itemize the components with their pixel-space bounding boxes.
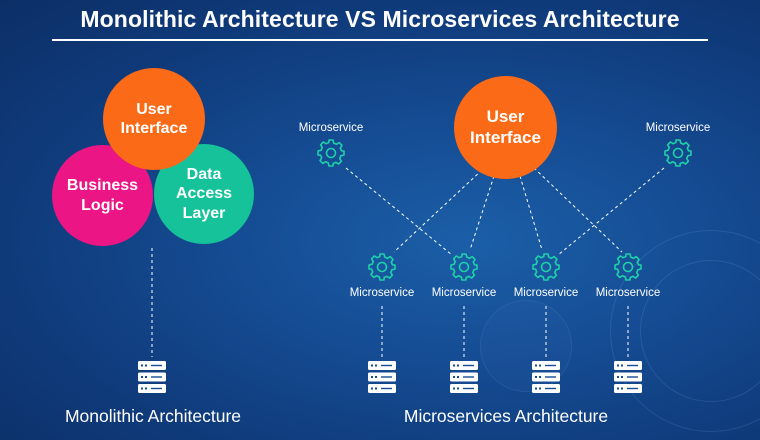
connector-ui-ms4: [533, 167, 623, 253]
page-title: Monolithic Architecture VS Microservices…: [80, 6, 680, 32]
microservice-label-top-left: Microservice: [298, 122, 364, 134]
data-access-layer-label: Data Access Layer: [175, 166, 233, 222]
server-icon: [614, 361, 642, 393]
monolithic-user-interface-label: User Interface: [120, 100, 188, 137]
connector-ms-top-left: [345, 167, 453, 256]
server-icon: [368, 361, 396, 393]
gear-icon: [368, 253, 396, 281]
microservices-user-interface-label: User Interface: [470, 107, 541, 147]
business-logic-label: Business Logic: [66, 177, 139, 214]
microservices-caption: Microservices Architecture: [403, 406, 609, 426]
connector-ui-ms2: [469, 175, 495, 251]
monolithic-caption: Monolithic Architecture: [64, 406, 242, 426]
gear-icon: [317, 139, 345, 167]
monolithic-user-interface-circle: User Interface: [103, 68, 205, 170]
connector-ui-ms1: [393, 169, 483, 253]
microservice-label-1: Microservice: [349, 287, 415, 299]
microservice-label-4: Microservice: [595, 287, 661, 299]
connector-ms-top-right: [557, 167, 665, 256]
microservice-label-top-right: Microservice: [645, 122, 711, 134]
gear-icon: [450, 253, 478, 281]
connector-ui-ms3: [519, 175, 543, 251]
microservice-label-2: Microservice: [431, 287, 497, 299]
gear-icon: [614, 253, 642, 281]
business-logic-circle: Business Logic: [52, 145, 153, 246]
title-underline: [52, 39, 708, 41]
microservices-user-interface-circle: User Interface: [454, 76, 557, 179]
gear-icon: [532, 253, 560, 281]
server-icon: [138, 361, 166, 393]
gear-icon: [664, 139, 692, 167]
server-icon: [532, 361, 560, 393]
server-icon: [450, 361, 478, 393]
microservice-label-3: Microservice: [513, 287, 579, 299]
